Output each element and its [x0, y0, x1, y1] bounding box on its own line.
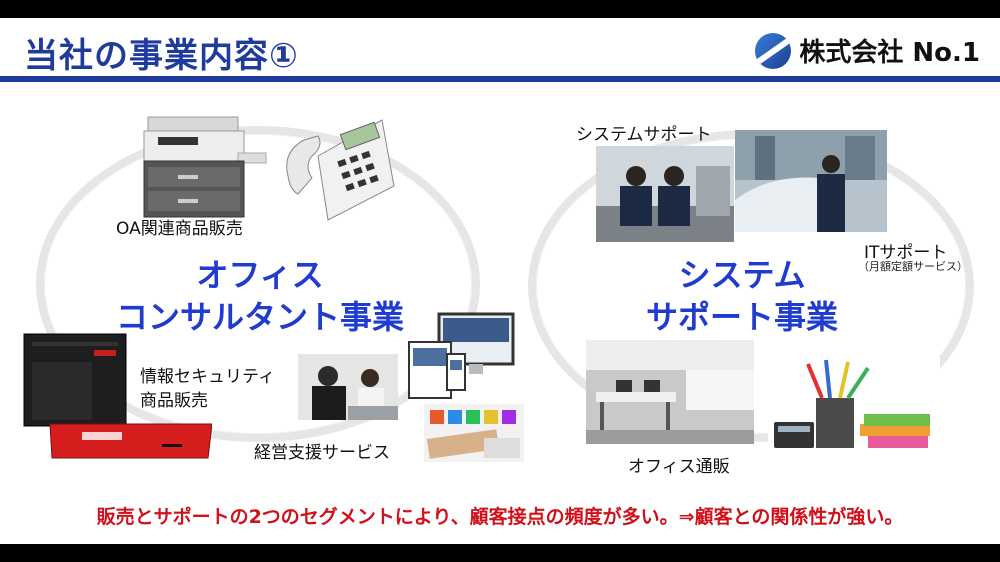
security-appliance-image [22, 332, 212, 462]
phone-image [278, 116, 398, 228]
left-headline-line2: コンサルタント事業 [115, 298, 404, 336]
logo-icon [755, 32, 792, 69]
page-title: 当社の事業内容① [24, 36, 299, 76]
office-supplies-image [768, 358, 940, 462]
left-ellipse [36, 126, 480, 442]
design-service-image [424, 404, 524, 462]
label-office-mail-order: オフィス通販 [628, 457, 730, 477]
system-support-photo-2 [735, 130, 887, 232]
label-security-1: 情報セキュリティ [140, 367, 275, 387]
right-headline: システム サポート事業 [592, 254, 892, 338]
company-logo: 株式会社 No.1 [755, 32, 980, 69]
right-headline-line1: システム [678, 256, 806, 294]
label-it-support: ITサポート [864, 243, 948, 263]
company-name: 株式会社 No.1 [799, 38, 980, 68]
left-headline: オフィス コンサルタント事業 [100, 254, 420, 338]
slide: 当社の事業内容① 株式会社 No.1 [0, 18, 1000, 544]
office-interior-photo [586, 340, 754, 444]
system-support-photo-1 [596, 146, 734, 242]
summary-statement: 販売とサポートの2つのセグメントにより、顧客接点の頻度が多い。⇒顧客との関係性が… [96, 506, 904, 528]
label-system-support: システムサポート [576, 125, 712, 145]
right-headline-line2: サポート事業 [645, 298, 838, 336]
label-security-2: 商品販売 [140, 391, 208, 411]
label-management-support: 経営支援サービス [254, 443, 390, 463]
copier-image [138, 113, 270, 225]
title-underline [0, 76, 1000, 82]
label-oa-sales: OA関連商品販売 [116, 219, 243, 239]
left-headline-line1: オフィス [196, 256, 324, 294]
label-it-support-sub: （月額定額サービス） [858, 260, 968, 273]
consulting-photo [298, 354, 398, 420]
web-devices-image [405, 312, 517, 404]
